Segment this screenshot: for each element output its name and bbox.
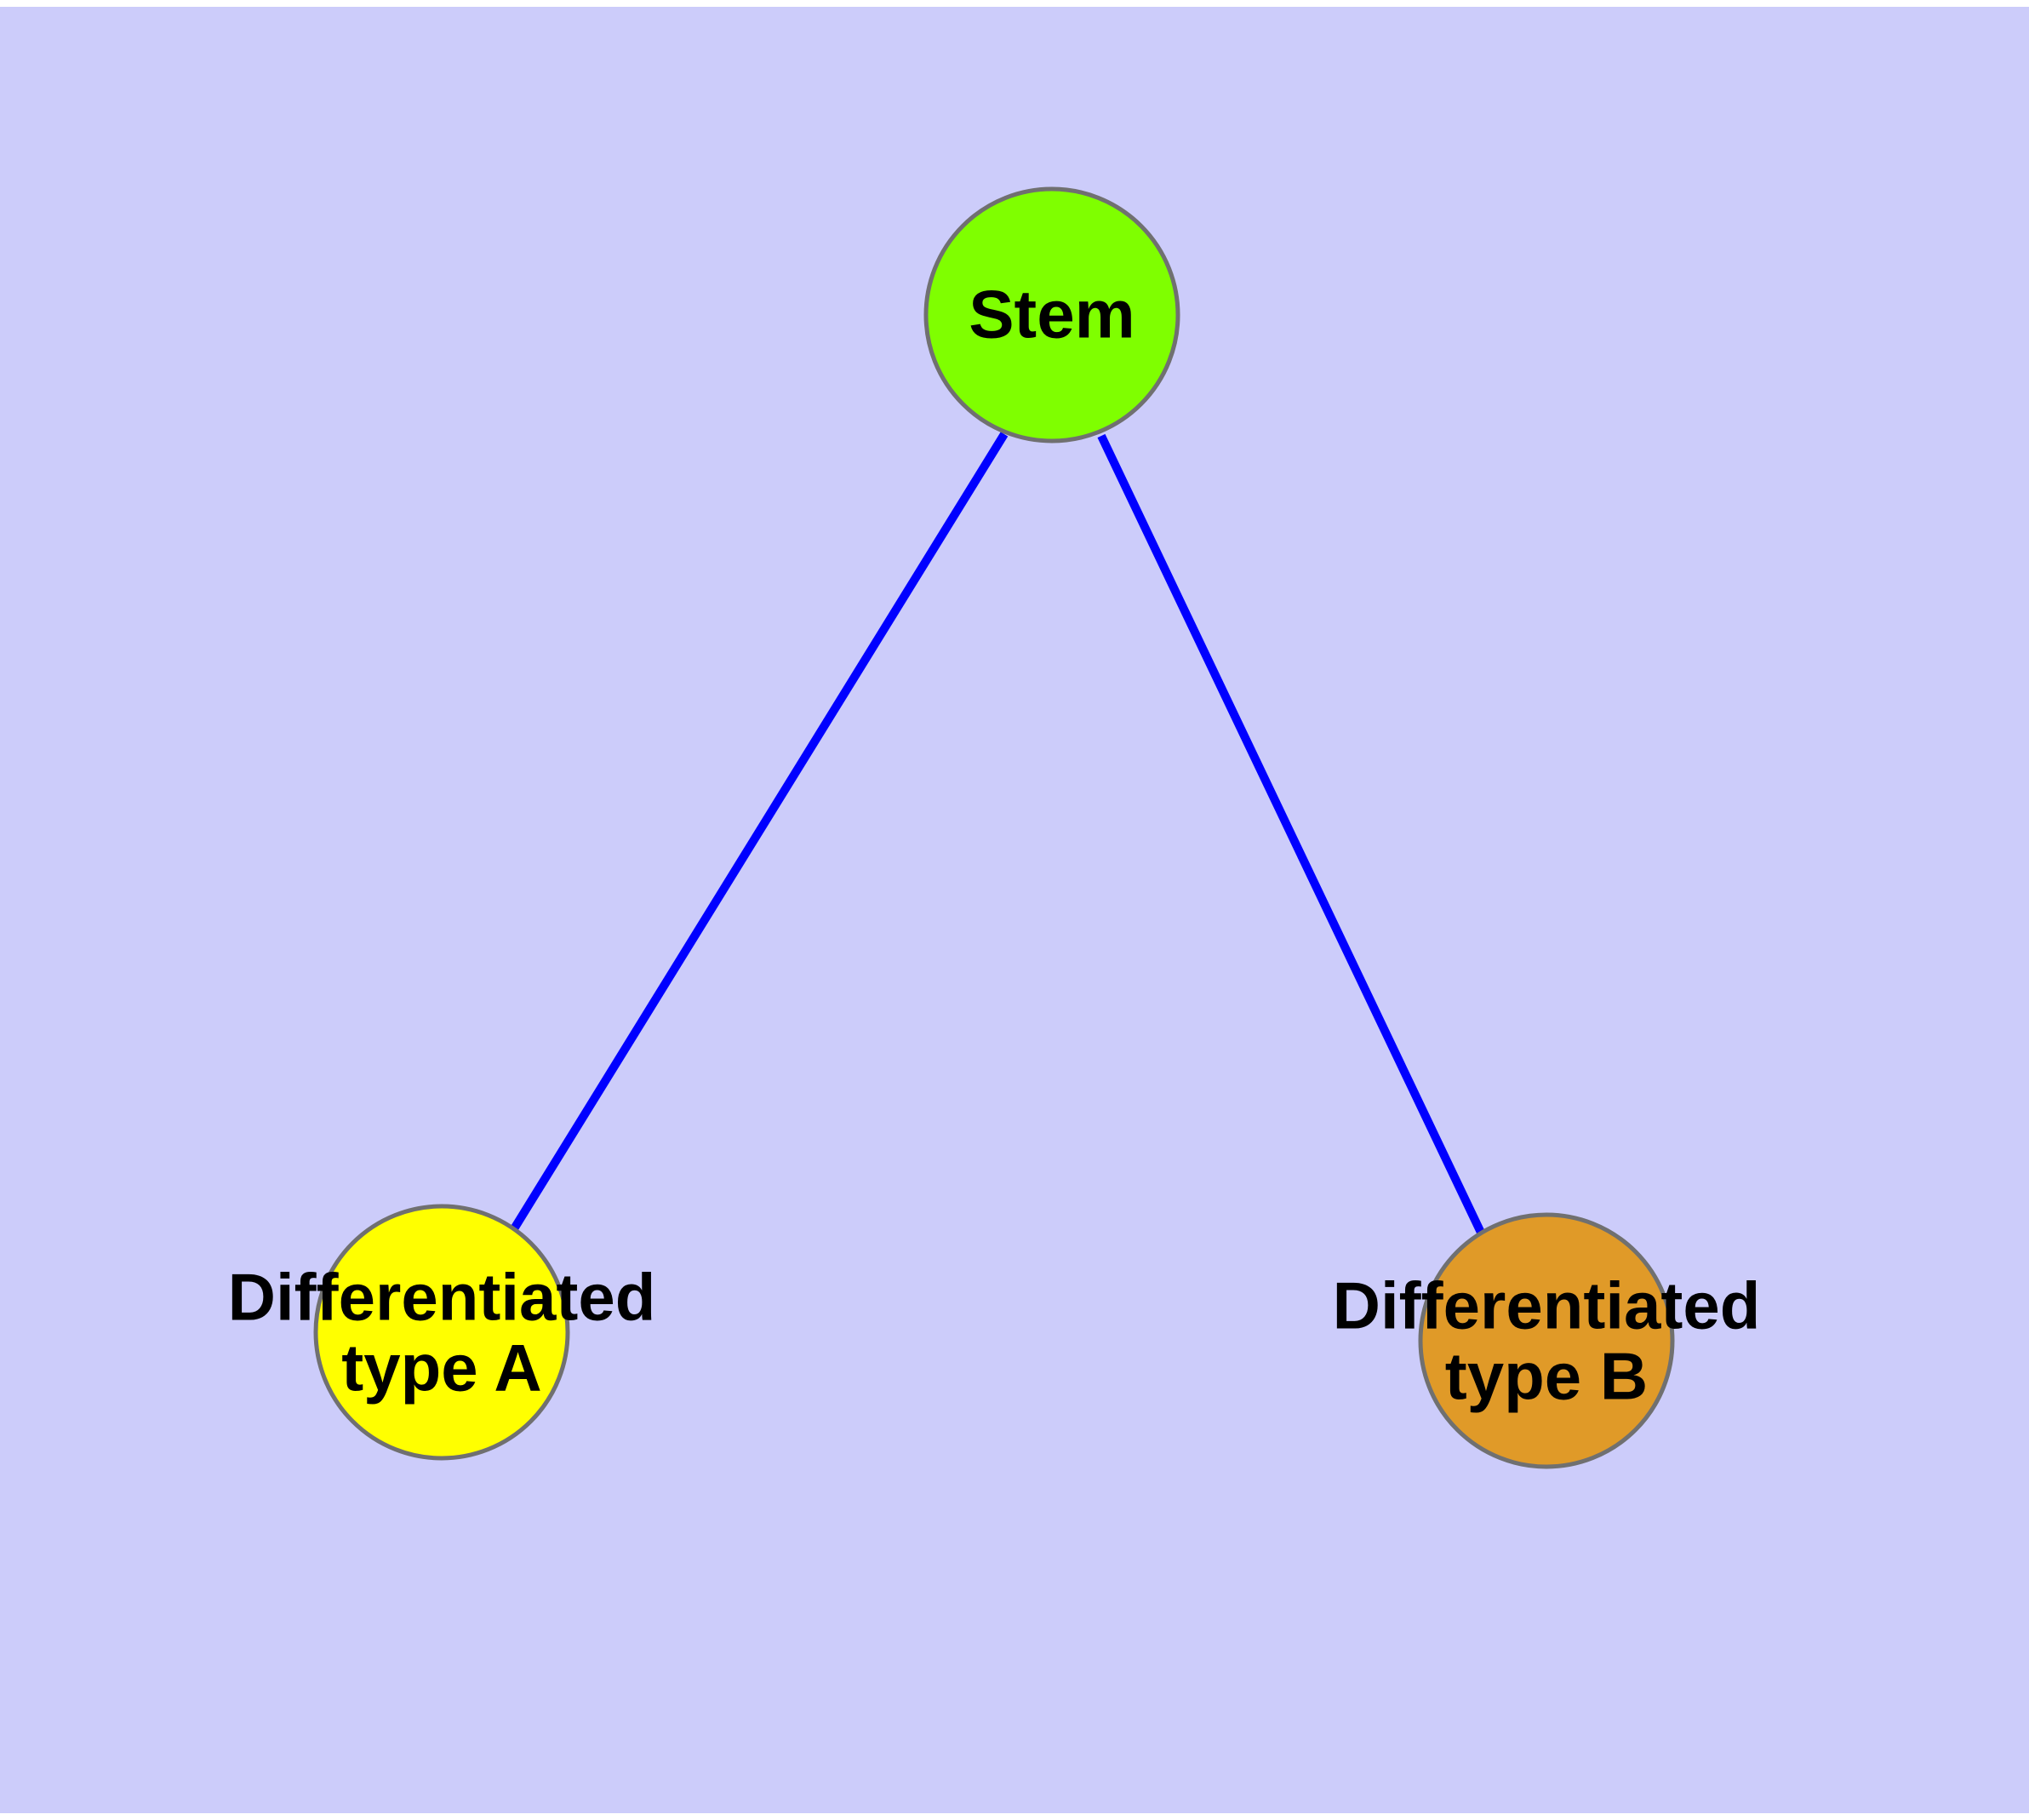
node-layer: [313, 186, 1675, 1469]
edge-stem-to-differentiated-type-a: [506, 432, 1009, 1237]
node-differentiated-type-b[interactable]: [1418, 1212, 1675, 1469]
node-differentiated-type-a[interactable]: [313, 1204, 570, 1461]
edge-stem-to-differentiated-type-b: [1097, 433, 1487, 1239]
node-stem[interactable]: [923, 186, 1180, 444]
edge-layer: [506, 432, 1487, 1239]
